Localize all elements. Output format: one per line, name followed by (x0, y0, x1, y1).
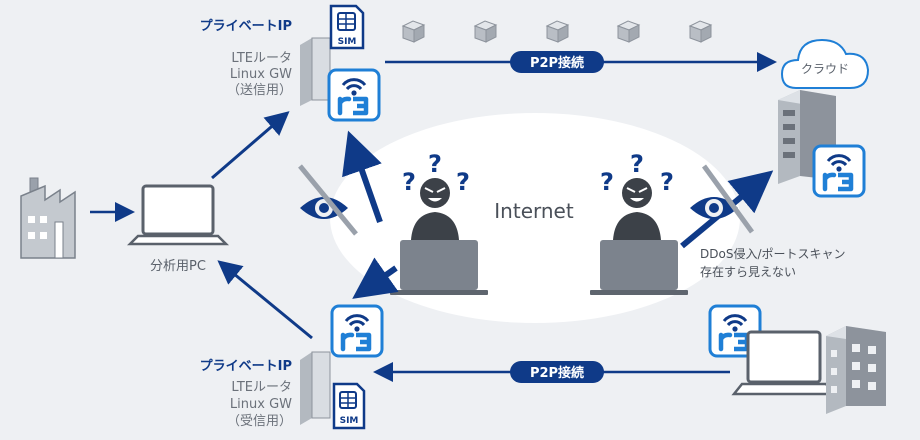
package-icon (617, 20, 640, 43)
question-mark-icon: ? (402, 168, 416, 196)
top-router-desc-3: （送信用） (227, 83, 292, 98)
office-building-icon (826, 326, 886, 414)
server-r3-logo-icon (814, 146, 864, 196)
right-hidden-eye-icon (690, 164, 755, 234)
top-r3-logo-icon (329, 70, 379, 120)
top-sim-label: SIM (338, 37, 357, 47)
left-attacker-laptop-icon (390, 240, 488, 295)
remote-laptop-icon (731, 330, 837, 396)
question-mark-icon: ? (630, 150, 644, 178)
bottom-p2p-badge (510, 361, 604, 383)
question-mark-icon: ? (428, 150, 442, 178)
package-icon (689, 20, 712, 43)
package-icon (474, 20, 497, 43)
top-p2p-label: P2P接続 (530, 55, 584, 71)
question-mark-icon: ? (456, 168, 470, 196)
blocked-attack-arrow-top-left (342, 130, 383, 223)
server-icon (778, 90, 836, 184)
right-attacker-laptop-icon (590, 240, 688, 295)
factory-icon (20, 177, 76, 259)
top-router-desc-1: LTEルータ (231, 51, 292, 66)
bottom-router-desc-3: （受信用） (227, 414, 292, 429)
bottom-lte-router-icon (300, 351, 331, 425)
pc-label: 分析用PC (150, 259, 206, 274)
attack-text-1: DDoS侵入/ポートスキャン (700, 246, 845, 261)
top-p2p-badge (510, 51, 604, 73)
bottom-r3-logo-icon (332, 306, 382, 356)
left-hidden-eye-icon (298, 164, 358, 236)
cloud-label: クラウド (801, 62, 849, 76)
bottom-sim-card-icon: SIM (332, 382, 366, 430)
question-mark-icon: ? (600, 168, 614, 196)
package-icon (402, 20, 425, 43)
bottom-p2p-label: P2P接続 (530, 365, 584, 381)
blocked-attack-arrow-bottom-left (352, 257, 399, 299)
top-private-ip-label: プライベートIP (200, 19, 292, 34)
bottom-sim-label: SIM (340, 416, 359, 426)
question-mark-icon: ? (660, 168, 674, 196)
top-router-desc-2: Linux GW (230, 67, 292, 82)
internet-label: Internet (494, 199, 574, 223)
bottom-router-to-pc-arrow (217, 260, 313, 340)
package-icon (546, 20, 569, 43)
top-sim-card-icon: SIM (329, 4, 365, 50)
cloud-icon (780, 38, 870, 89)
pc-to-top-router-arrow (211, 111, 290, 180)
attack-text-2: 存在すら見えない (700, 265, 796, 279)
top-lte-router-icon (300, 37, 331, 106)
analysis-pc-icon (126, 184, 230, 246)
bottom-router-desc-1: LTEルータ (231, 380, 292, 395)
bottom-router-desc-2: Linux GW (230, 397, 292, 412)
bottom-private-ip-label: プライベートIP (200, 359, 292, 374)
